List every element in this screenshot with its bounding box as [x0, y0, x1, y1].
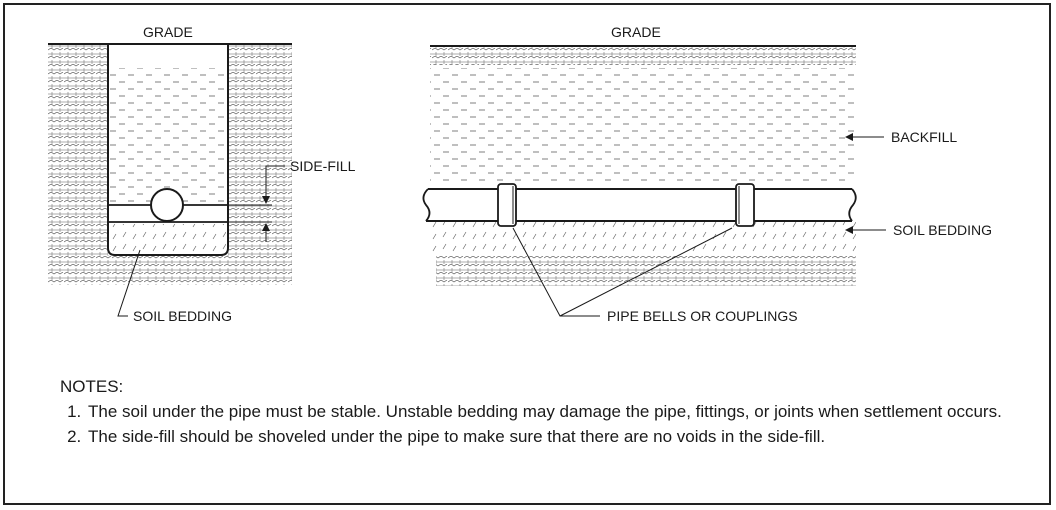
- soil-bedding-label-left: SOIL BEDDING: [133, 308, 232, 324]
- note-item-1: The soil under the pipe must be stable. …: [86, 401, 1020, 422]
- notes-heading: NOTES:: [60, 377, 124, 396]
- notes-list: The soil under the pipe must be stable. …: [60, 401, 1020, 447]
- diagram-frame: [3, 3, 1051, 505]
- soil-bedding-label-right: SOIL BEDDING: [893, 222, 992, 238]
- trench-walls: [107, 44, 229, 256]
- soil-bedding-leader-left: [117, 249, 141, 317]
- pipe-bells-leader: [512, 227, 733, 317]
- grade-label-right: GRADE: [611, 24, 661, 40]
- bedding-right: [430, 222, 856, 254]
- side-fill-label: SIDE-FILL: [290, 158, 356, 174]
- backfill-right: [430, 68, 856, 186]
- side-fill-leader: [262, 165, 285, 204]
- grade-label-left: GRADE: [143, 24, 193, 40]
- note-item-2: The side-fill should be shoveled under t…: [86, 426, 1020, 447]
- notes-section: NOTES: The soil under the pipe must be s…: [60, 376, 1020, 451]
- pipe-bells-label: PIPE BELLS OR COUPLINGS: [607, 308, 798, 324]
- pipe-bell-2: [735, 183, 755, 227]
- backfill-left: [110, 68, 226, 204]
- trench-section: [48, 43, 292, 317]
- pipe-cross-section: [150, 188, 184, 222]
- longitudinal-section: [422, 45, 886, 317]
- native-soil-bottom-right: [436, 256, 856, 286]
- pipe-bell-1: [497, 183, 517, 227]
- native-soil-top-right: [430, 47, 856, 65]
- bedding-left: [110, 224, 226, 252]
- pipe-right-break: [848, 188, 857, 222]
- backfill-label: BACKFILL: [891, 129, 957, 145]
- pipe-left-break: [422, 188, 431, 222]
